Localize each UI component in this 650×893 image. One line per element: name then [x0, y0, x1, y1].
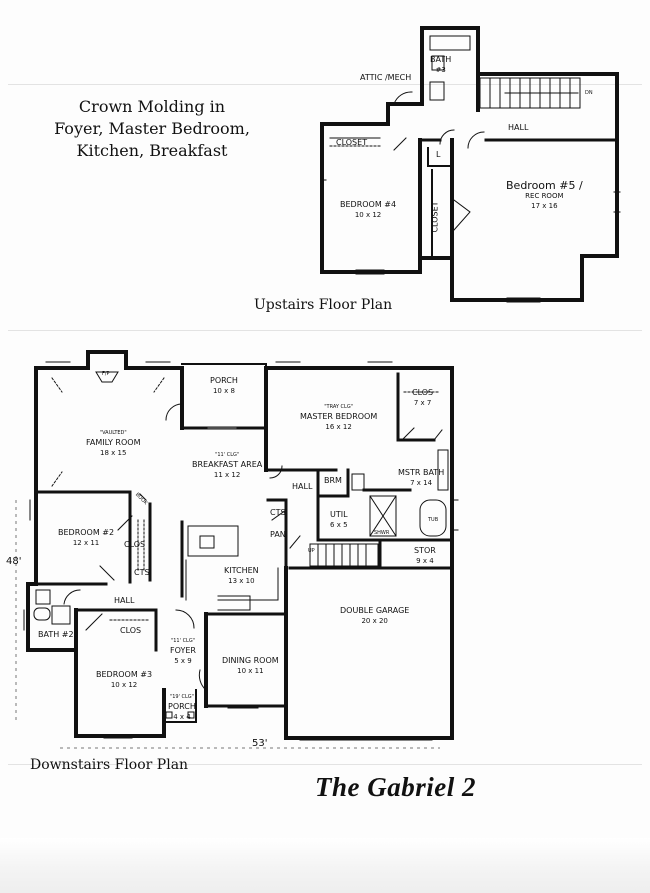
bedroom-3-closet-label: CLOS: [120, 626, 142, 635]
family-room-label: "VAULTED" FAMILY ROOM 18 x 15: [86, 430, 141, 457]
front-porch-label: "19' CLG" PORCH 4 x 4: [168, 694, 196, 721]
width-dimension: 53': [252, 738, 268, 749]
bedroom-2-label: BEDROOM #2 12 x 11: [58, 528, 115, 547]
crown-molding-note: Crown Molding in Foyer, Master Bedroom, …: [54, 97, 250, 160]
bedroom-2-closet-label: CLOS: [124, 540, 146, 549]
attic-mech-label: ATTIC /MECH: [360, 73, 412, 82]
master-closet-label: CLOS 7 x 7: [412, 388, 434, 407]
downstairs-details: [23, 361, 459, 741]
upstairs-hall-label: HALL: [508, 123, 529, 132]
tub-label: TUB: [428, 517, 439, 523]
left-hall-label: HALL: [114, 596, 135, 605]
double-garage-label: DOUBLE GARAGE 20 x 20: [340, 606, 410, 625]
upstairs-details: [323, 35, 621, 303]
stair-up-label: UP: [308, 548, 315, 554]
foyer-label: "11' CLG" FOYER 5 x 9: [170, 638, 196, 665]
depth-dimension: 48': [6, 556, 22, 567]
dimension-lines: [15, 500, 440, 749]
scan-rule: [8, 764, 642, 765]
bedroom-3-label: BEDROOM #3 10 x 12: [96, 670, 153, 689]
fireplace-label: F/P: [102, 371, 110, 377]
broom-closet-label: BRM: [324, 476, 342, 485]
upstairs-plan: [320, 26, 619, 302]
center-hall-label: HALL: [292, 482, 313, 491]
closet-label: CLOSET: [430, 201, 440, 233]
breakfast-area-label: "11' CLG" BREAKFAST AREA 11 x 12: [192, 452, 263, 479]
kitchen-label: KITCHEN 13 x 10: [224, 566, 259, 585]
pantry-label: PAN: [270, 530, 286, 539]
dining-room-label: DINING ROOM 10 x 11: [222, 656, 279, 675]
master-bath-label: MSTR BATH 7 x 14: [398, 468, 445, 487]
downstairs-caption: Downstairs Floor Plan: [30, 757, 189, 773]
downstairs-plan: [26, 350, 454, 740]
bedroom-4-label: BEDROOM #4 10 x 12: [340, 200, 397, 219]
upstairs-caption: Upstairs Floor Plan: [254, 297, 393, 313]
utility-room-label: UTIL 6 x 5: [330, 510, 348, 529]
closet-label: CLOSET: [336, 138, 368, 147]
storage-label: STOR 9 x 4: [414, 546, 436, 565]
scan-rule: [8, 330, 642, 331]
scan-shadow: [0, 838, 650, 893]
plan-name: The Gabriel 2: [315, 772, 476, 802]
scan-rule: [8, 84, 642, 85]
cabinet-label: CTS: [270, 508, 286, 517]
linen-cabinet-label: CTS: [134, 568, 150, 577]
rear-porch-label: PORCH 10 x 8: [210, 376, 238, 395]
bath-3-label: BATH #3: [430, 55, 452, 74]
master-bedroom-label: "TRAY CLG" MASTER BEDROOM 16 x 12: [300, 404, 378, 431]
shower-label: SHWR: [374, 530, 390, 536]
bedroom-5-label: Bedroom #5 / REC ROOM 17 x 16: [506, 179, 583, 210]
bath-2-label: BATH #2: [38, 630, 74, 639]
stair-down-label: DN: [585, 90, 593, 96]
linen-closet-label: L: [436, 150, 441, 159]
